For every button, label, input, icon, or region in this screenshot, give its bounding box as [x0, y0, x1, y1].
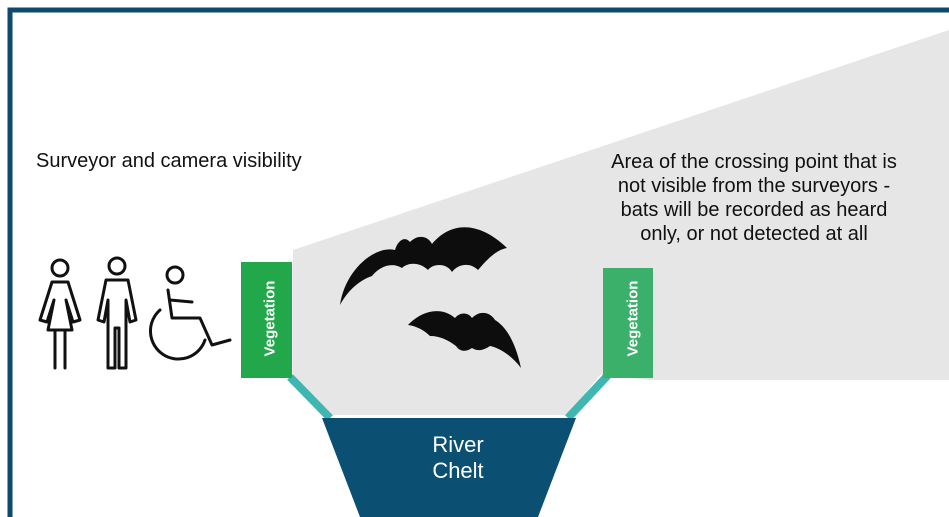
river-label-line1: River — [432, 432, 484, 457]
frame-border — [7, 7, 949, 517]
note-line: only, or not detected at all — [640, 223, 868, 245]
bat-icon — [340, 227, 507, 305]
vegetation-right — [603, 268, 653, 378]
vegetation-right-label: Vegetation — [624, 280, 642, 357]
vegetation-left — [241, 262, 292, 378]
river-bank-left — [287, 374, 333, 421]
river-bank-right — [565, 370, 613, 421]
river-channel — [322, 418, 576, 517]
not-visible-note: Area of the crossing point that is not v… — [560, 150, 948, 246]
river-label-line2: Chelt — [432, 458, 484, 483]
wheelchair-user-icon — [149, 265, 232, 361]
vegetation-left-label: Vegetation — [261, 280, 279, 357]
note-line: Area of the crossing point that is — [611, 151, 897, 173]
river-label: River Chelt — [400, 432, 516, 484]
man-icon — [96, 256, 138, 370]
bat-icon — [408, 311, 521, 368]
diagram-title: Surveyor and camera visibility — [36, 150, 302, 172]
woman-icon — [38, 258, 82, 370]
note-line: bats will be recorded as heard — [620, 199, 888, 221]
note-line: not visible from the surveyors - — [617, 175, 891, 197]
